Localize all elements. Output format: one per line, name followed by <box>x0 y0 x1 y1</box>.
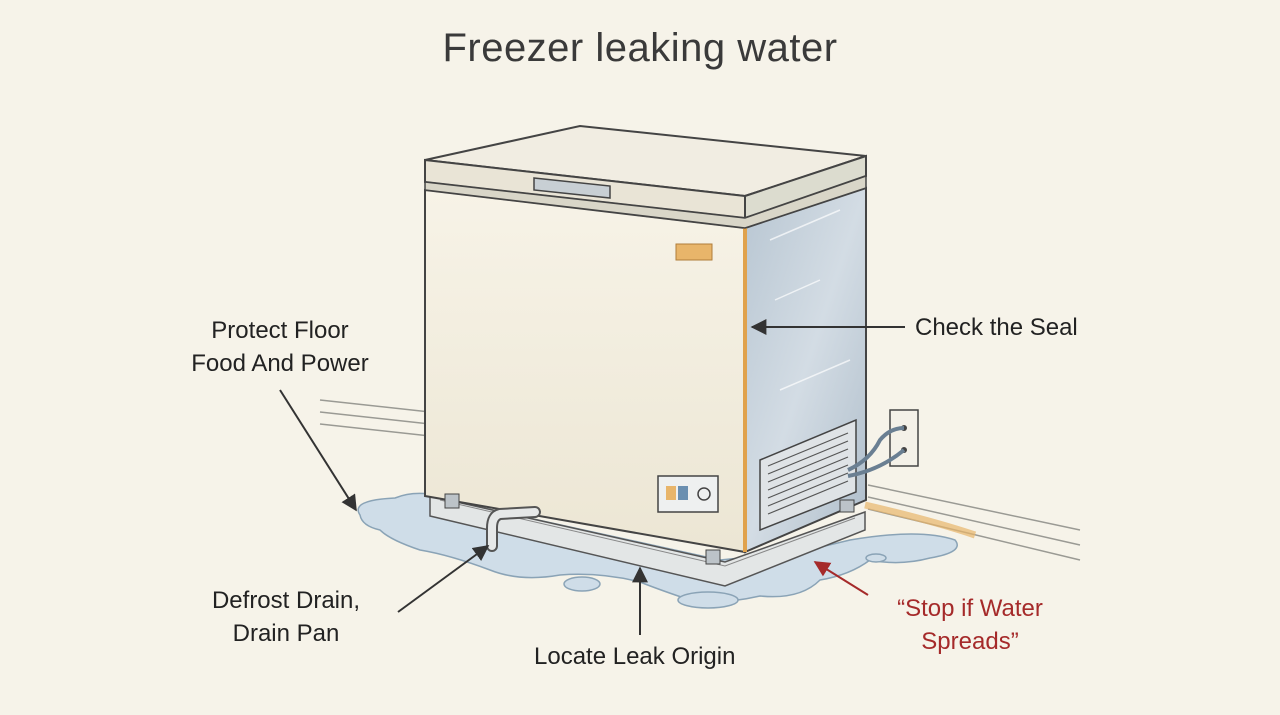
drain-pipe-icon <box>486 506 541 552</box>
page-title: Freezer leaking water <box>442 26 838 70</box>
label-defrost-drain: Defrost Drain, Drain Pan <box>196 584 376 650</box>
brand-badge <box>675 243 713 261</box>
arrow-stop-spreads <box>813 561 869 596</box>
label-protect-floor-line2: Food And Power <box>191 350 369 377</box>
label-defrost-drain-line2: Drain Pan <box>232 620 340 647</box>
label-protect-floor: Protect Floor Food And Power <box>165 314 395 380</box>
label-check-seal: Check the Seal <box>915 314 1078 341</box>
floor-stain <box>864 501 977 539</box>
label-stop-spreads-line2: Spreads” <box>921 628 1019 655</box>
side-highlights <box>769 209 851 391</box>
control-panel <box>657 475 719 513</box>
lid-handle-icon <box>533 177 611 199</box>
arrow-protect-floor <box>279 389 357 512</box>
drain-pan <box>429 495 866 587</box>
label-stop-spreads-line1: “Stop if Water <box>897 595 1043 622</box>
label-leak-origin: Locate Leak Origin <box>534 643 736 670</box>
vent-grille <box>759 418 857 532</box>
label-protect-floor-line1: Protect Floor <box>211 317 349 344</box>
label-defrost-drain-line1: Defrost Drain, <box>211 587 361 614</box>
power-outlet-icon <box>847 409 919 478</box>
arrow-defrost-drain <box>397 545 490 613</box>
label-stop-spreads: “Stop if Water Spreads” <box>870 592 1070 658</box>
freezer-feet <box>444 493 855 565</box>
